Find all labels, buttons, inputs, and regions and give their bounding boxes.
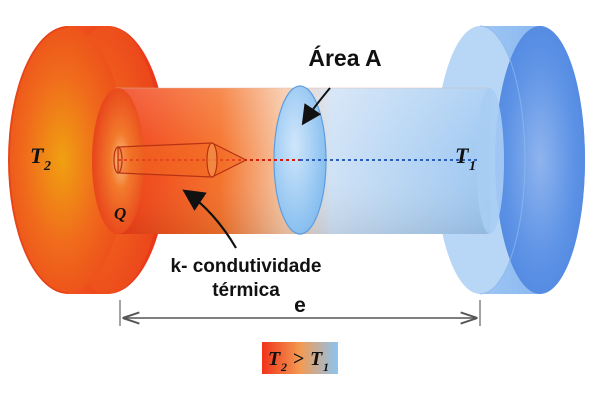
conductivity-label-line2: térmica [212,280,280,301]
svg-text:T: T [268,348,281,370]
area-pointer [301,87,331,126]
cold-temperature-label: T 1 [455,143,476,174]
svg-text:T: T [455,143,470,168]
thickness-dimension [119,300,481,326]
svg-text:T: T [310,348,323,370]
heat-flow-arrow [113,142,248,178]
hot-temperature-label: T 2 [30,143,51,174]
svg-text:1: 1 [323,360,329,374]
svg-text:2: 2 [43,159,51,174]
thickness-label: e [294,294,306,317]
conductivity-label-line1: k- condutividade [171,256,322,277]
heat-label: Q [114,204,126,223]
svg-text:2: 2 [280,360,287,374]
svg-text:1: 1 [469,159,476,174]
area-label: Área A [308,44,381,71]
svg-text:T: T [30,143,45,168]
temperature-relation-box: T 2 > T 1 [262,342,338,374]
conductivity-pointer [182,189,237,249]
svg-text:>: > [293,348,304,370]
rod-cold-end [476,88,504,234]
